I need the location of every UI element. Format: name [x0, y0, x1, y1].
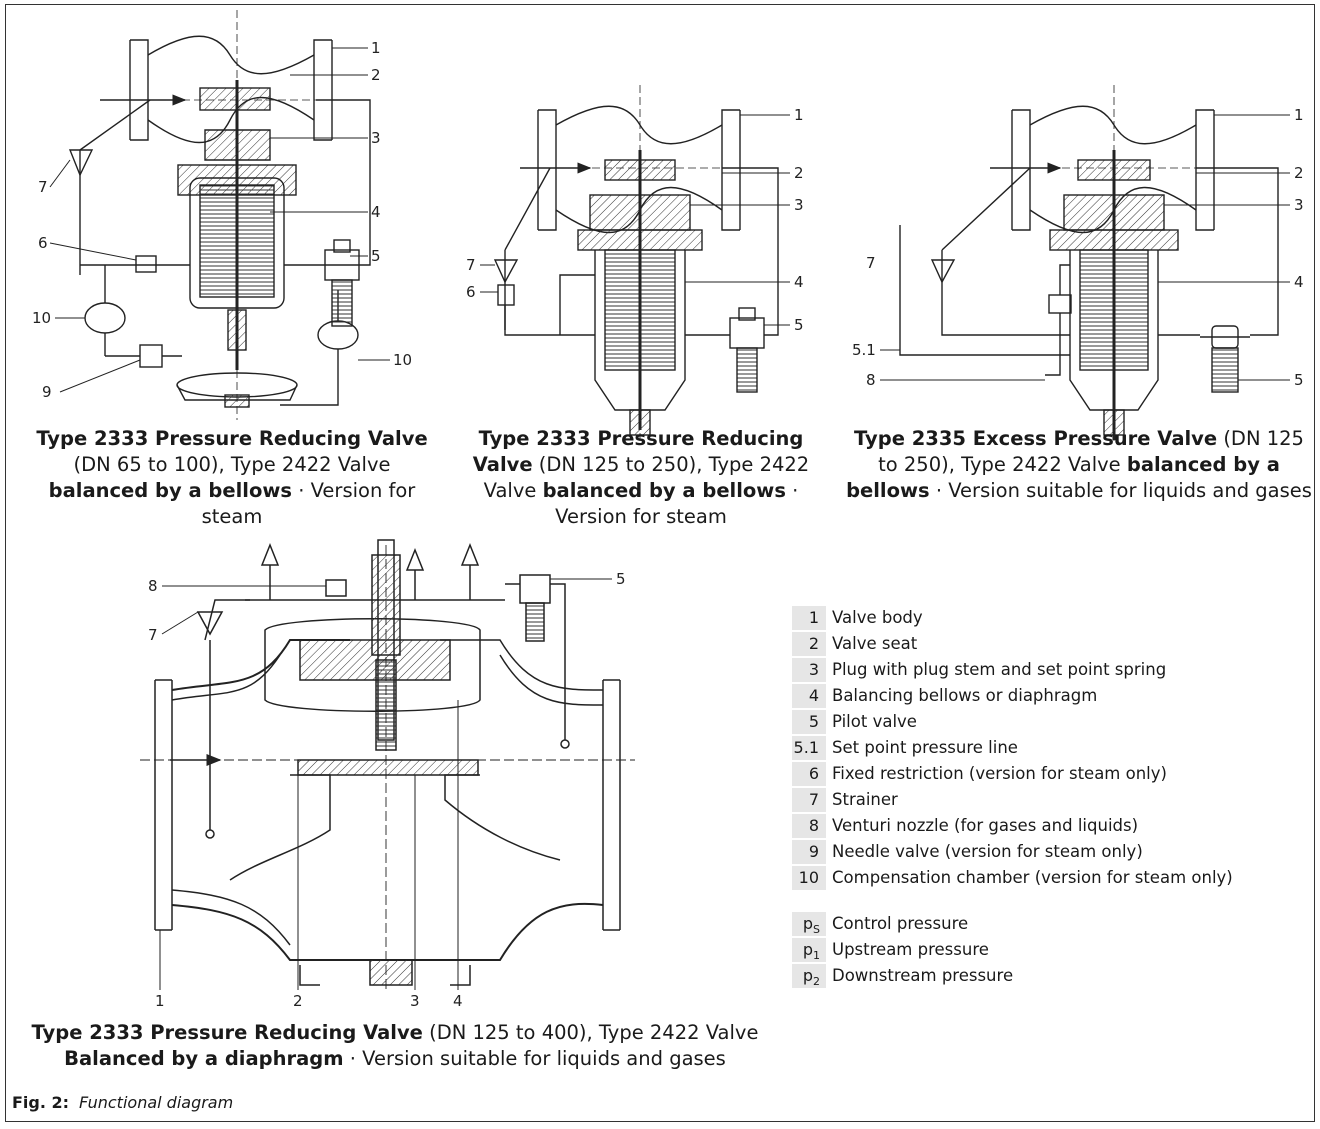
caption-diagram-1: Type 2333 Pressure Reducing Valve (DN 65…	[22, 426, 442, 530]
caption-4-bold: Balanced by a diaphragm	[64, 1047, 344, 1070]
caption-4-title: Type 2333 Pressure Reducing Valve	[31, 1021, 423, 1044]
callout-d4-5: 5	[616, 570, 626, 588]
caption-2-title: Type 2333 Pressure Reducing Valve	[472, 427, 804, 476]
callout-d3-5: 5	[1294, 371, 1304, 389]
legend-text: Compensation chamber (version for steam …	[832, 868, 1233, 887]
callout-d1-5: 5	[371, 247, 381, 265]
caption-diagram-2: Type 2333 Pressure Reducing Valve (DN 12…	[446, 426, 836, 530]
diagram-2-drawing	[493, 85, 779, 440]
caption-diagram-4: Type 2333 Pressure Reducing Valve (DN 12…	[15, 1020, 775, 1072]
figure-caption: Fig. 2: Functional diagram	[12, 1093, 233, 1112]
callout-numbers: 1 2 3 4 5 6 7 9 10 10 1 2 3 4 5 6 7 1 2 …	[32, 39, 1304, 1010]
callout-d3-3: 3	[1294, 196, 1304, 214]
pressure-text: Downstream pressure	[832, 966, 1014, 985]
legend-number: 4	[792, 684, 826, 708]
callout-d3-8: 8	[866, 371, 876, 389]
callout-d2-2: 2	[794, 164, 804, 182]
caption-3-bold: balanced by a bellows	[846, 453, 1280, 502]
legend-text: Plug with plug stem and set point spring	[832, 660, 1167, 679]
legend-text: Venturi nozzle (for gases and liquids)	[832, 816, 1139, 835]
callout-d2-6: 6	[466, 283, 476, 301]
legend-number: 1	[792, 606, 826, 630]
callout-d4-8: 8	[148, 577, 158, 595]
caption-4-text-b: · Version suitable for liquids and gases	[343, 1047, 726, 1070]
legend-number: 5	[792, 710, 826, 734]
legend-text: Set point pressure line	[832, 738, 1018, 757]
callout-d1-1: 1	[371, 39, 381, 57]
callout-d3-4: 4	[1294, 273, 1304, 291]
pressure-symbol-base: p	[802, 966, 813, 985]
pressure-symbol-sub: 1	[813, 949, 820, 963]
legend-text: Valve body	[832, 608, 923, 627]
caption-4-text-a: (DN 125 to 400), Type 2422 Valve	[422, 1021, 759, 1044]
pressure-symbol-base: p	[802, 940, 813, 959]
callout-d4-4: 4	[453, 992, 463, 1010]
callout-d4-2: 2	[293, 992, 303, 1010]
caption-3-text-a: (DN 125 to 250), Type 2422 Valve	[878, 427, 1304, 476]
caption-3-title: Type 2335 Excess Pressure Valve	[854, 427, 1218, 450]
callout-d2-3: 3	[794, 196, 804, 214]
caption-1-text-b: · Version for steam	[201, 479, 416, 528]
callout-d2-5: 5	[794, 316, 804, 334]
legend-text: Balancing bellows or diaphragm	[832, 686, 1098, 705]
diagram-1-drawing	[68, 10, 371, 420]
pressure-symbol-sub: S	[813, 923, 820, 937]
callouts	[49, 47, 1290, 990]
callout-d4-7: 7	[148, 626, 158, 644]
callout-d1-7: 7	[38, 178, 48, 196]
callout-d3-7: 7	[866, 254, 876, 272]
callout-d3-1: 1	[1294, 106, 1304, 124]
caption-2-text-b: · Version for steam	[555, 479, 799, 528]
figure-label: Fig. 2:	[12, 1093, 70, 1112]
caption-1-bold: balanced by a bellows	[48, 479, 293, 502]
callout-d1-10a: 10	[32, 309, 51, 327]
callout-d1-9: 9	[42, 383, 52, 401]
callout-d2-7: 7	[466, 256, 476, 274]
legend-number: 3	[792, 658, 826, 682]
diagram-3-drawing	[899, 85, 1279, 445]
callout-d1-4: 4	[371, 203, 381, 221]
diagram-4-drawing	[140, 539, 635, 990]
legend-text: Strainer	[832, 790, 898, 809]
legend-number: 10	[792, 866, 826, 890]
callout-d1-2: 2	[371, 66, 381, 84]
legend-number: 6	[792, 762, 826, 786]
caption-1-title: Type 2333 Pressure Reducing Valve	[36, 427, 428, 450]
callout-d1-10b: 10	[393, 351, 412, 369]
figure-title: Functional diagram	[79, 1093, 234, 1112]
caption-3-text-b: · Version suitable for liquids and gases	[929, 479, 1312, 502]
caption-diagram-3: Type 2335 Excess Pressure Valve (DN 125 …	[844, 426, 1314, 504]
legend-number: 9	[792, 840, 826, 864]
callout-d2-1: 1	[794, 106, 804, 124]
figure-frame	[5, 4, 1315, 1122]
callout-d1-6: 6	[38, 234, 48, 252]
pressure-symbol: p2	[792, 964, 826, 988]
pressure-text: Control pressure	[832, 914, 969, 933]
caption-2-text-a: (DN 125 to 250), Type 2422 Valve	[483, 453, 810, 502]
legend-text: Needle valve (version for steam only)	[832, 842, 1143, 861]
legend-number: 5.1	[792, 736, 826, 760]
callout-d4-1: 1	[155, 992, 165, 1010]
callout-d1-3: 3	[371, 129, 381, 147]
pressure-symbol: p1	[792, 938, 826, 962]
legend-number: 8	[792, 814, 826, 838]
caption-1-text-a: (DN 65 to 100), Type 2422 Valve	[73, 453, 391, 476]
legend-text: Fixed restriction (version for steam onl…	[832, 764, 1167, 783]
pressure-symbol: pS	[792, 912, 826, 936]
legend-text: Valve seat	[832, 634, 918, 653]
caption-2-bold: balanced by a bellows	[542, 479, 786, 502]
callout-d3-51: 5.1	[852, 341, 876, 359]
legend-text: Pilot valve	[832, 712, 917, 731]
pressure-text: Upstream pressure	[832, 940, 989, 959]
callout-d4-3: 3	[410, 992, 420, 1010]
pressure-symbol-sub: 2	[813, 975, 820, 989]
legend-number: 7	[792, 788, 826, 812]
callout-d3-2: 2	[1294, 164, 1304, 182]
pressure-symbol-base: p	[802, 914, 814, 933]
legend-number: 2	[792, 632, 826, 656]
callout-d2-4: 4	[794, 273, 804, 291]
